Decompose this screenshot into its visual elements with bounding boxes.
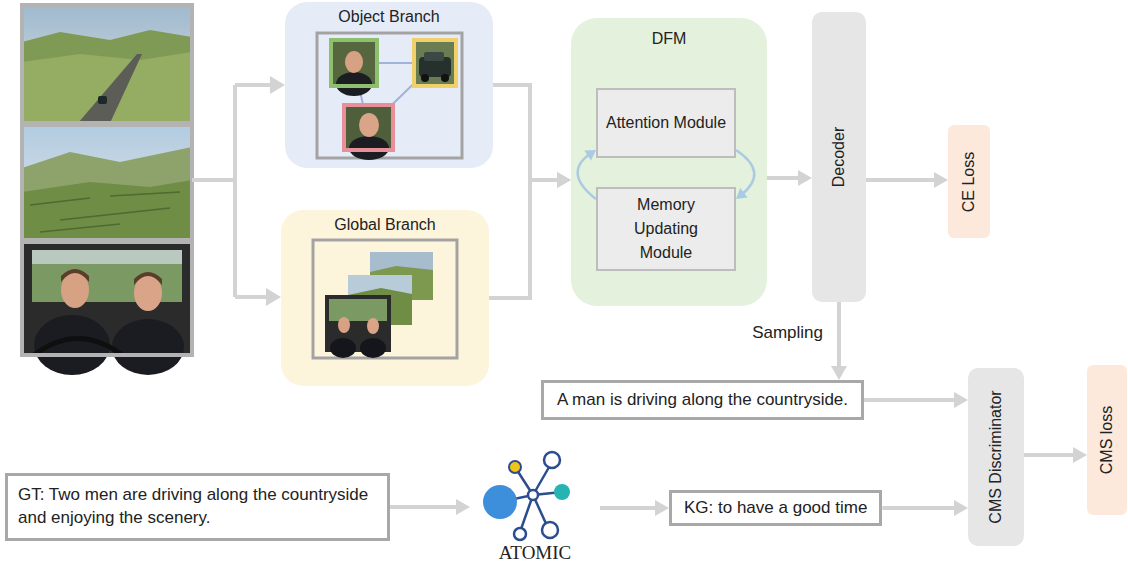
arrow-connector	[767, 170, 812, 186]
frame-fanout-arrows	[192, 76, 285, 306]
arrow-head	[798, 170, 812, 186]
arrow-connector	[489, 172, 571, 298]
discriminator-bar: CMS Discriminator	[968, 368, 1024, 546]
bar-label: CMS Discriminator	[987, 390, 1005, 523]
branch-panel: Object Branch	[285, 2, 493, 168]
global-frames-illustration	[281, 210, 489, 386]
box-label: Memory Updating Module	[618, 193, 714, 265]
arrow-connector	[864, 392, 968, 408]
knowledge-graph-icon	[470, 440, 600, 545]
panel-title: Object Branch	[285, 8, 493, 26]
bar-label: Decoder	[830, 127, 848, 187]
panel-title: DFM	[571, 30, 767, 48]
connector-line	[864, 398, 960, 402]
loss-box: CE Loss	[948, 125, 990, 238]
connector-line	[1024, 453, 1079, 457]
connector-line	[837, 302, 841, 372]
arrow-head	[456, 499, 470, 515]
arrow-connector	[882, 500, 968, 516]
loss-box: CMS loss	[1087, 365, 1127, 515]
frame-countryside-hills	[22, 125, 192, 240]
branch-panel: Global Branch	[281, 210, 489, 386]
arrow-connector	[866, 172, 948, 188]
arrow-head	[1073, 447, 1087, 463]
arrow-head	[736, 188, 748, 199]
arrow-head	[831, 366, 847, 380]
panel-title: Global Branch	[281, 216, 489, 234]
connector-line	[600, 506, 661, 510]
arrow-head	[557, 172, 571, 188]
arrow-connector	[493, 85, 571, 188]
object-graph-illustration	[285, 2, 493, 168]
frame-countryside-road	[22, 5, 192, 123]
connector-line	[866, 178, 940, 182]
arrow-head	[934, 172, 948, 188]
connector-line	[882, 506, 959, 510]
sentence-box: GT: Two men are driving along the countr…	[5, 473, 390, 541]
module-panel: DFM Attention ModuleMemory Updating Modul…	[571, 18, 767, 306]
sentence-text: GT: Two men are driving along the countr…	[18, 484, 377, 530]
arrow-connector	[578, 150, 596, 199]
bar-label: CMS loss	[1098, 406, 1116, 474]
knowledge-base-logo: ATOMIC	[470, 440, 600, 567]
edge-label: Sampling	[750, 323, 825, 343]
process-box: Memory Updating Module	[596, 187, 736, 271]
frame-car-interior	[22, 242, 192, 375]
sentence-box: A man is driving along the countryside.	[541, 380, 864, 420]
sentence-text: KG: to have a good time	[684, 498, 867, 518]
arrow-connector	[831, 302, 847, 380]
arrow-head	[557, 172, 571, 188]
connector-line	[390, 505, 462, 509]
connector-line	[493, 85, 563, 180]
process-box: Attention Module	[596, 88, 736, 158]
sentence-box: KG: to have a good time	[669, 490, 882, 526]
arrow-head	[954, 392, 968, 408]
arrow-head	[954, 500, 968, 516]
bar-label: CE Loss	[960, 151, 978, 211]
box-label: Attention Module	[606, 111, 726, 135]
arrow-connector	[600, 500, 669, 516]
arrow-head	[655, 500, 669, 516]
arrow-connector	[1024, 447, 1087, 463]
connector-line	[578, 153, 596, 199]
arrow-connector	[390, 499, 470, 515]
connector-line	[736, 150, 754, 195]
arrow-connector	[736, 150, 754, 199]
sentence-text: A man is driving along the countryside.	[557, 390, 848, 410]
logo-text: ATOMIC	[499, 542, 572, 564]
arrow-head	[584, 150, 596, 161]
connector-line	[489, 180, 563, 298]
decoder-bar: Decoder	[812, 12, 866, 302]
